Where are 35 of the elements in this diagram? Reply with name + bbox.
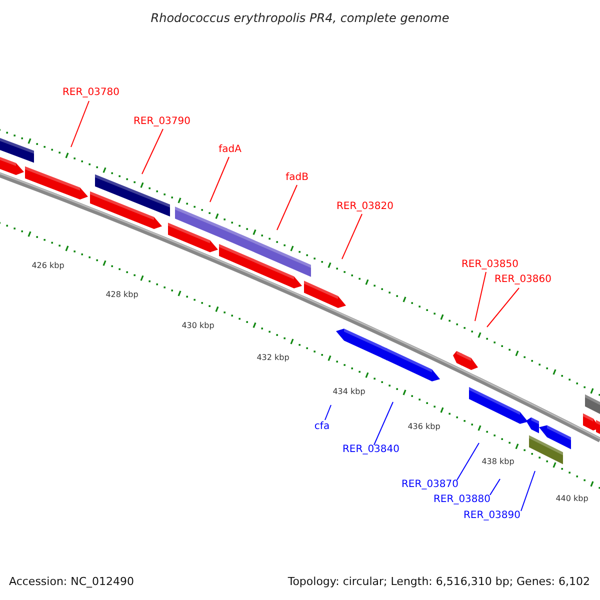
gene-label: cfa — [314, 422, 330, 432]
position-label: 430 kbp — [182, 322, 214, 330]
position-label: 440 kbp — [556, 494, 588, 503]
genome-info-text: Topology: circular; Length: 6,516,310 bp; Genes: 6,102 — [288, 576, 590, 587]
position-label: 426 kbp — [32, 262, 64, 270]
gene-label: fadB — [286, 173, 308, 183]
leader-line — [142, 128, 164, 174]
leader-line — [486, 288, 520, 328]
leader-line — [490, 478, 500, 496]
gene-label: RER_03880 — [433, 495, 491, 505]
position-label: 428 kbp — [106, 291, 138, 300]
leader-line — [374, 402, 394, 446]
title: Rhodococcus erythropolis PR4, complete genome — [150, 12, 450, 24]
position-label: 432 kbp — [256, 354, 290, 362]
gene-label: RER_03870 — [401, 480, 459, 490]
gene-label: RER_03820 — [336, 202, 394, 212]
leader-line — [456, 442, 480, 480]
position-label: 438 kbp — [482, 458, 514, 466]
gene-label: RER_03860 — [494, 275, 552, 285]
leader-line — [70, 100, 90, 148]
gene-label: RER_03780 — [62, 88, 120, 98]
leader-line — [520, 470, 536, 512]
leader-line — [474, 272, 486, 322]
leader-line — [210, 156, 230, 202]
leader-line — [342, 214, 362, 260]
gene-label: RER_03840 — [342, 445, 400, 455]
accession-text: Accession: NC_012490 — [9, 576, 134, 587]
leader-line — [276, 184, 298, 230]
gene-label: RER_03790 — [133, 117, 191, 127]
gene-label: fadA — [218, 145, 242, 155]
leader-line — [324, 404, 332, 420]
position-label: 436 kbp — [408, 422, 440, 431]
position-label: 434 kbp — [332, 388, 366, 396]
gene-label: RER_03850 — [461, 260, 519, 270]
gene-label: RER_03890 — [463, 511, 521, 521]
